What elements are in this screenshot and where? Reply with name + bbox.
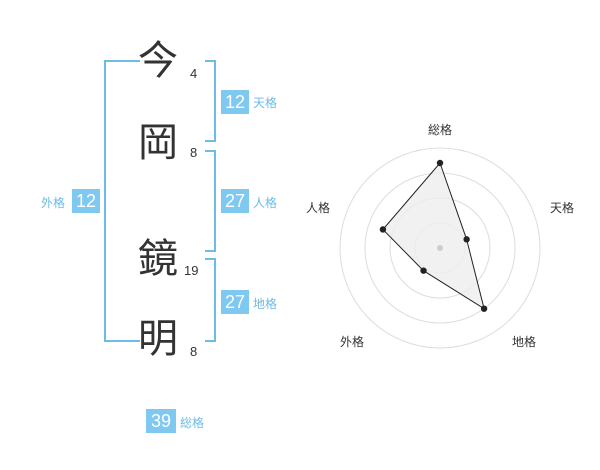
radar-ring (339, 147, 541, 349)
radar-data-polygon (382, 162, 485, 310)
jinkaku-label: 人格 (253, 196, 278, 210)
jinkaku-value: 27 (221, 189, 249, 213)
radar-point-4 (379, 226, 387, 233)
stroke-count-1: 4 (190, 66, 198, 81)
axis-label-jinkaku: 人格 (306, 200, 330, 215)
tenkaku-value: 12 (221, 90, 249, 114)
radar-center-dot (437, 245, 443, 251)
radar-point-0 (436, 159, 444, 167)
radar-point-2 (480, 305, 488, 312)
chikaku-bracket (205, 258, 216, 342)
axis-label-gaikaku: 外格 (340, 334, 364, 349)
gaikaku-bracket (104, 60, 140, 342)
stroke-count-2: 8 (190, 145, 198, 160)
jinkaku-bracket (205, 150, 216, 252)
radar-points (379, 159, 488, 312)
gaikaku-label: 外格 (41, 196, 66, 210)
chikaku-value: 27 (221, 290, 249, 314)
chikaku-label: 地格 (253, 297, 278, 311)
radar-point-3 (420, 267, 427, 274)
tenkaku-label: 天格 (253, 96, 278, 110)
stroke-count-4: 8 (190, 344, 198, 359)
stroke-count-3: 19 (184, 263, 199, 278)
character-4: 明 (138, 316, 178, 362)
soukaku-value: 39 (146, 409, 176, 433)
axis-label-chikaku: 地格 (512, 334, 536, 349)
axis-label-tenkaku: 天格 (550, 200, 574, 215)
axis-label-soukaku: 総格 (428, 122, 452, 137)
soukaku-label: 総格 (180, 416, 205, 430)
character-2: 岡 (138, 120, 178, 166)
character-1: 今 (138, 38, 178, 84)
gaikaku-value: 12 (72, 189, 100, 213)
character-3: 鏡 (138, 236, 178, 282)
radar-chart: 総格 天格 地格 外格 人格 (306, 122, 574, 349)
tenkaku-bracket (205, 60, 216, 142)
radar-point-1 (463, 236, 470, 243)
